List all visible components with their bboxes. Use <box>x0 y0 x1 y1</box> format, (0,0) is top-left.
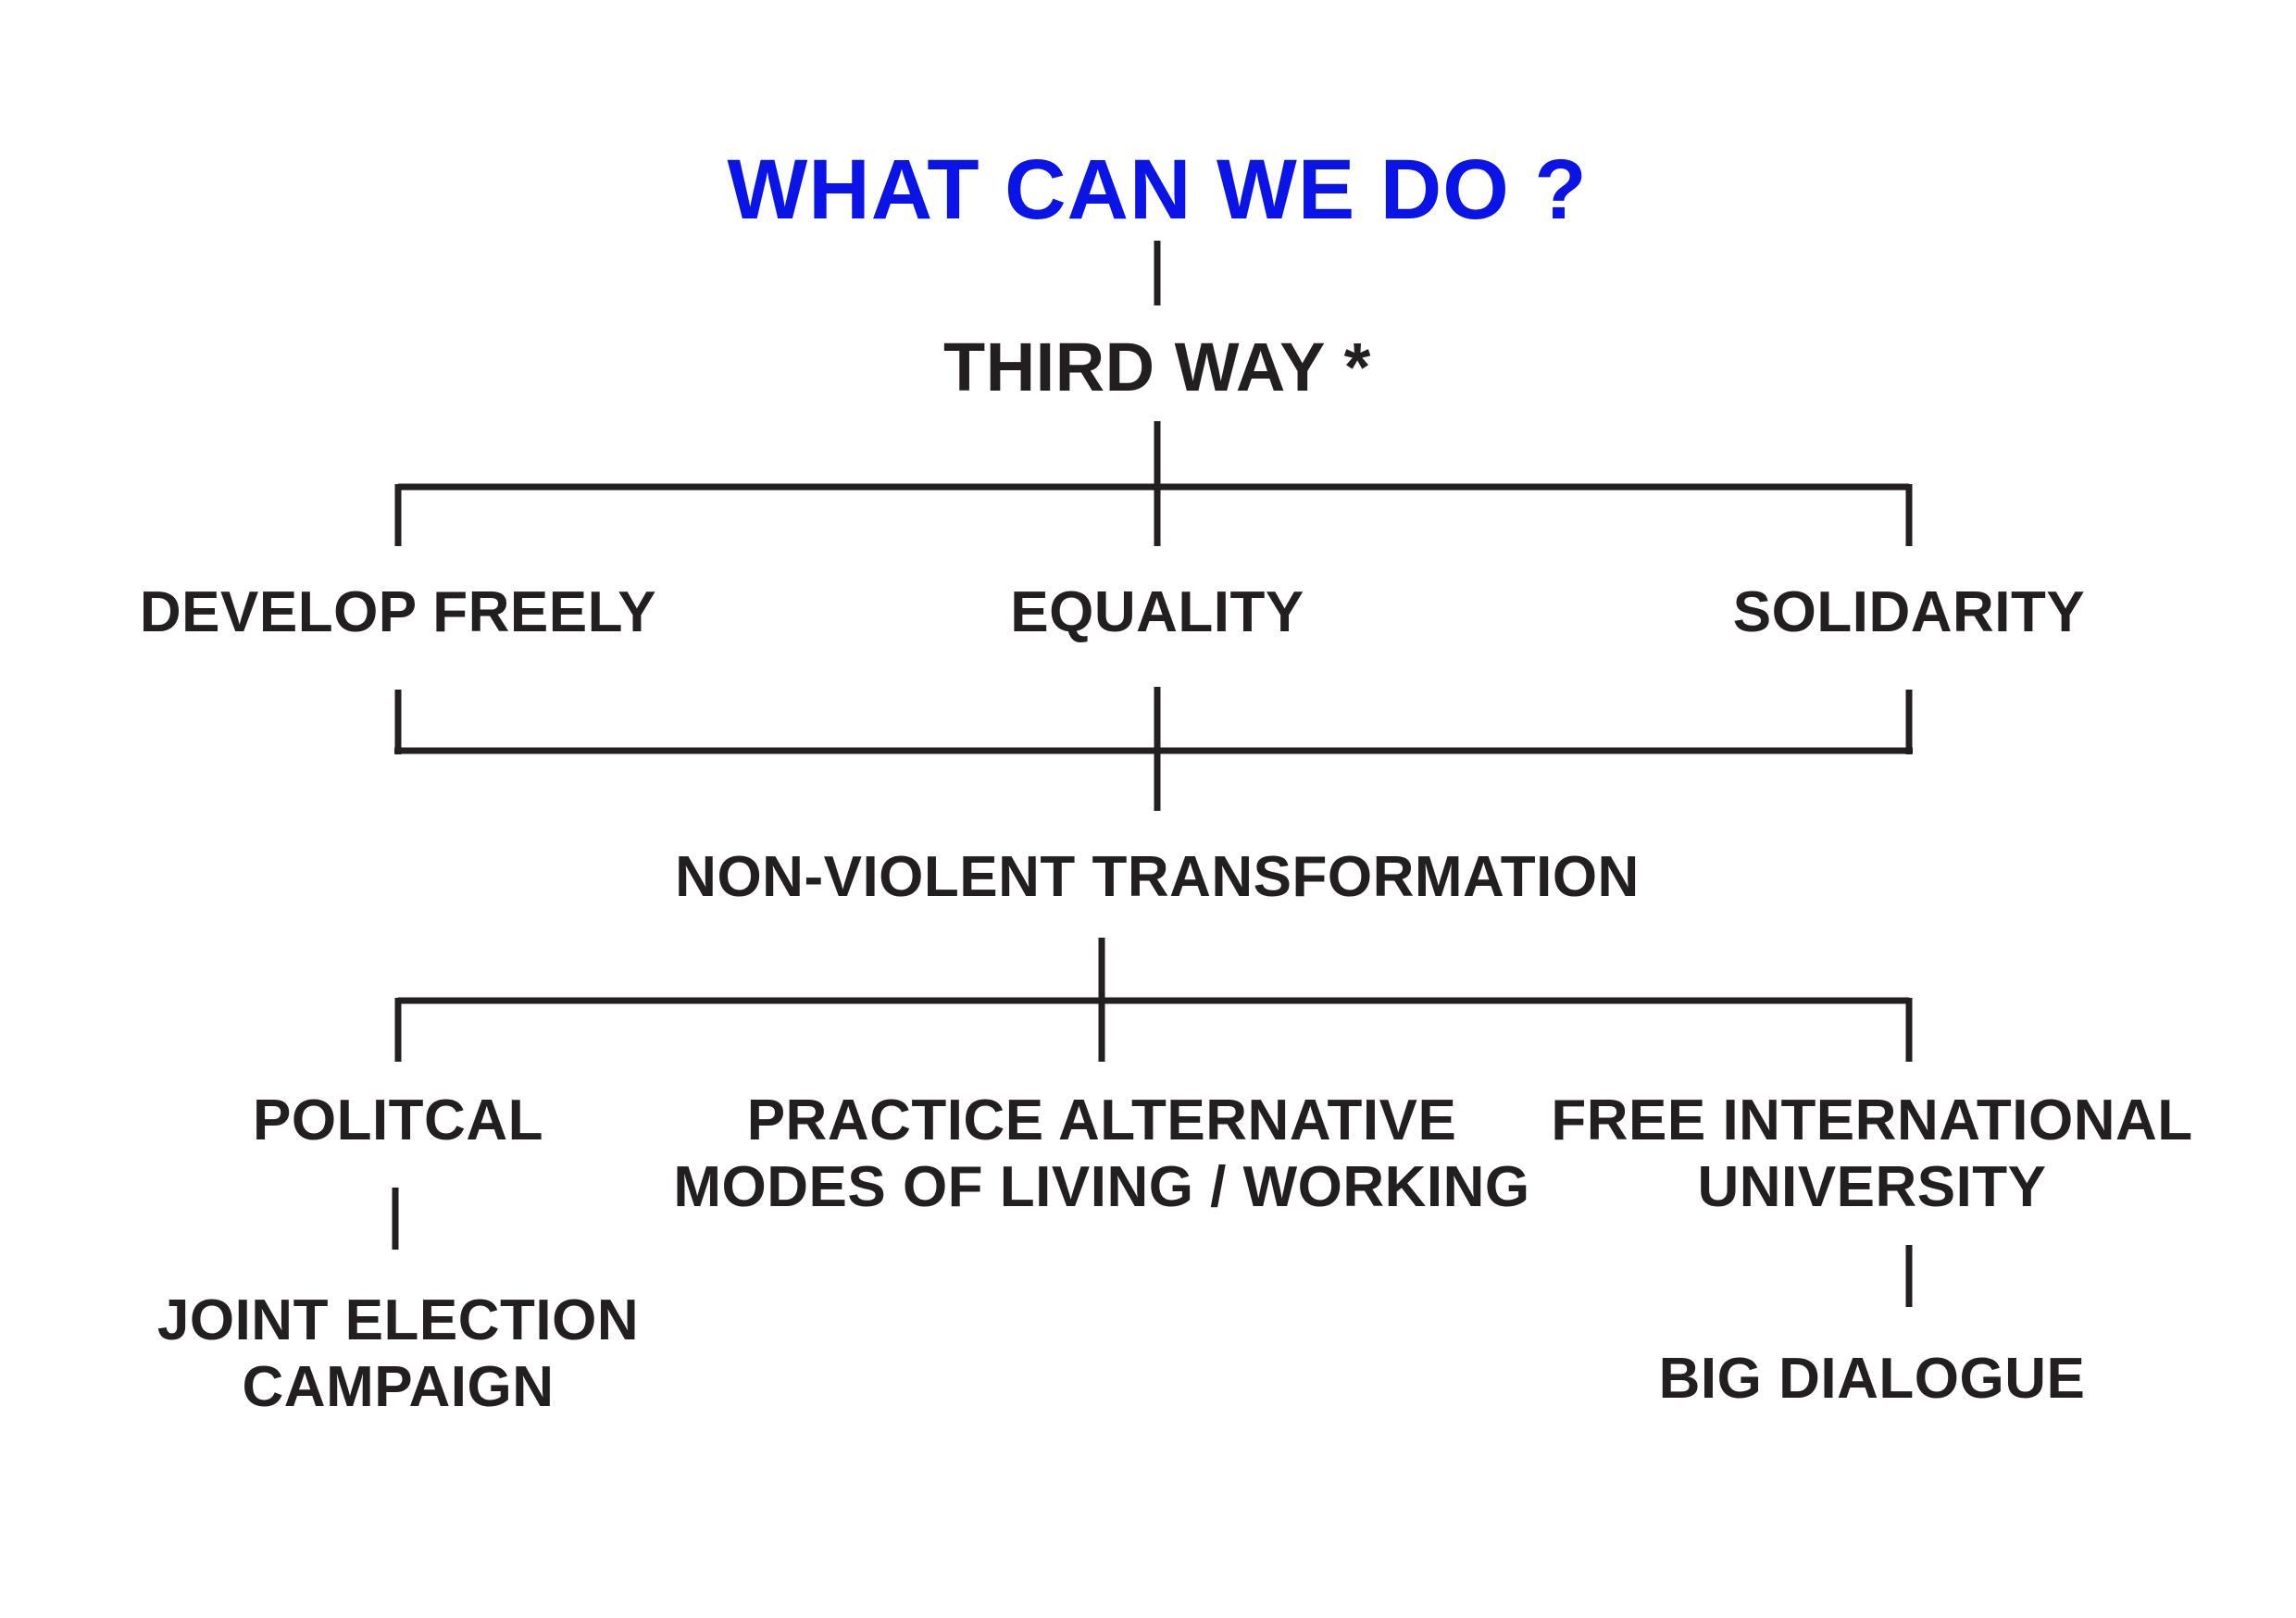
university-line-2: UNIVERSITY <box>1697 1155 2047 1219</box>
node-free-international-university: FREE INTERNATIONAL UNIVERSITY <box>1551 1088 2192 1221</box>
node-third-way: THIRD WAY * <box>943 329 1371 405</box>
election-line-2: CAMPAIGN <box>242 1355 555 1419</box>
node-practice-alternative: PRACTICE ALTERNATIVE MODES OF LIVING / W… <box>673 1088 1529 1221</box>
node-joint-election-campaign: JOINT ELECTION CAMPAIGN <box>157 1288 639 1421</box>
practice-line-1: PRACTICE ALTERNATIVE <box>746 1089 1457 1152</box>
node-equality: EQUALITY <box>1010 580 1304 644</box>
node-non-violent-transformation: NON-VIOLENT TRANSFORMATION <box>675 845 1640 909</box>
node-develop-freely: DEVELOP FREELY <box>139 580 657 644</box>
election-line-1: JOINT ELECTION <box>156 1288 640 1352</box>
university-line-1: FREE INTERNATIONAL <box>1551 1089 2193 1152</box>
node-big-dialogue: BIG DIALOGUE <box>1658 1347 2086 1411</box>
node-solidarity: SOLIDARITY <box>1732 580 2086 644</box>
node-political: POLITCAL <box>253 1089 543 1152</box>
title-what-can-we-do: WHAT CAN WE DO ? <box>727 143 1588 237</box>
practice-line-2: MODES OF LIVING / WORKING <box>673 1155 1530 1219</box>
